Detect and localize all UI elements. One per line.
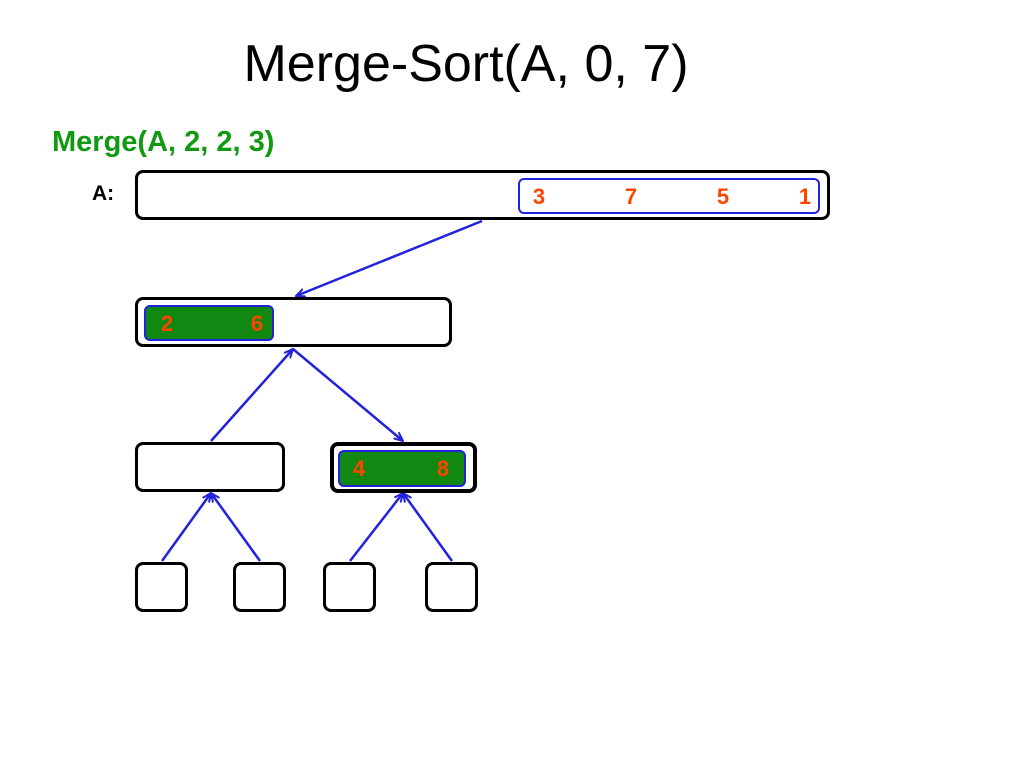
array-cell: 1 [798, 184, 812, 209]
leaf-node [323, 562, 376, 612]
active-subarray-outline: 3 7 5 1 [518, 178, 820, 214]
leaf-node [135, 562, 188, 612]
arrow-level1-to-level2-right [292, 348, 403, 441]
array-label: A: [92, 182, 115, 205]
merged-subarray: 4 8 [338, 450, 466, 487]
level1-node: 2 6 [135, 297, 452, 347]
page-title: Merge-Sort(A, 0, 7) [243, 35, 689, 93]
arrow-leaf2-to-level2-left [211, 493, 262, 562]
merged-subarray: 2 6 [144, 305, 274, 341]
arrow-leaf1-to-level2-left [160, 493, 211, 562]
arrow-leaf4-to-level2-right [403, 493, 454, 562]
level2-left-node [135, 442, 285, 492]
arrow-level2-left-to-level1 [210, 349, 293, 442]
array-cell: 5 [716, 184, 730, 209]
leaf-node [233, 562, 286, 612]
arrow-leaf3-to-level2-right [349, 493, 403, 562]
level2-right-node: 4 8 [330, 442, 477, 493]
leaf-node [425, 562, 478, 612]
array-cell: 6 [250, 311, 264, 336]
arrow-root-to-level1 [296, 219, 483, 296]
array-cell: 4 [352, 456, 366, 481]
merge-call-label: Merge(A, 2, 2, 3) [52, 126, 275, 158]
array-cell: 7 [624, 184, 638, 209]
array-cell: 3 [532, 184, 546, 209]
array-a-box: 3 7 5 1 [135, 170, 830, 220]
array-cell: 2 [160, 311, 174, 336]
array-cell: 8 [436, 456, 450, 481]
